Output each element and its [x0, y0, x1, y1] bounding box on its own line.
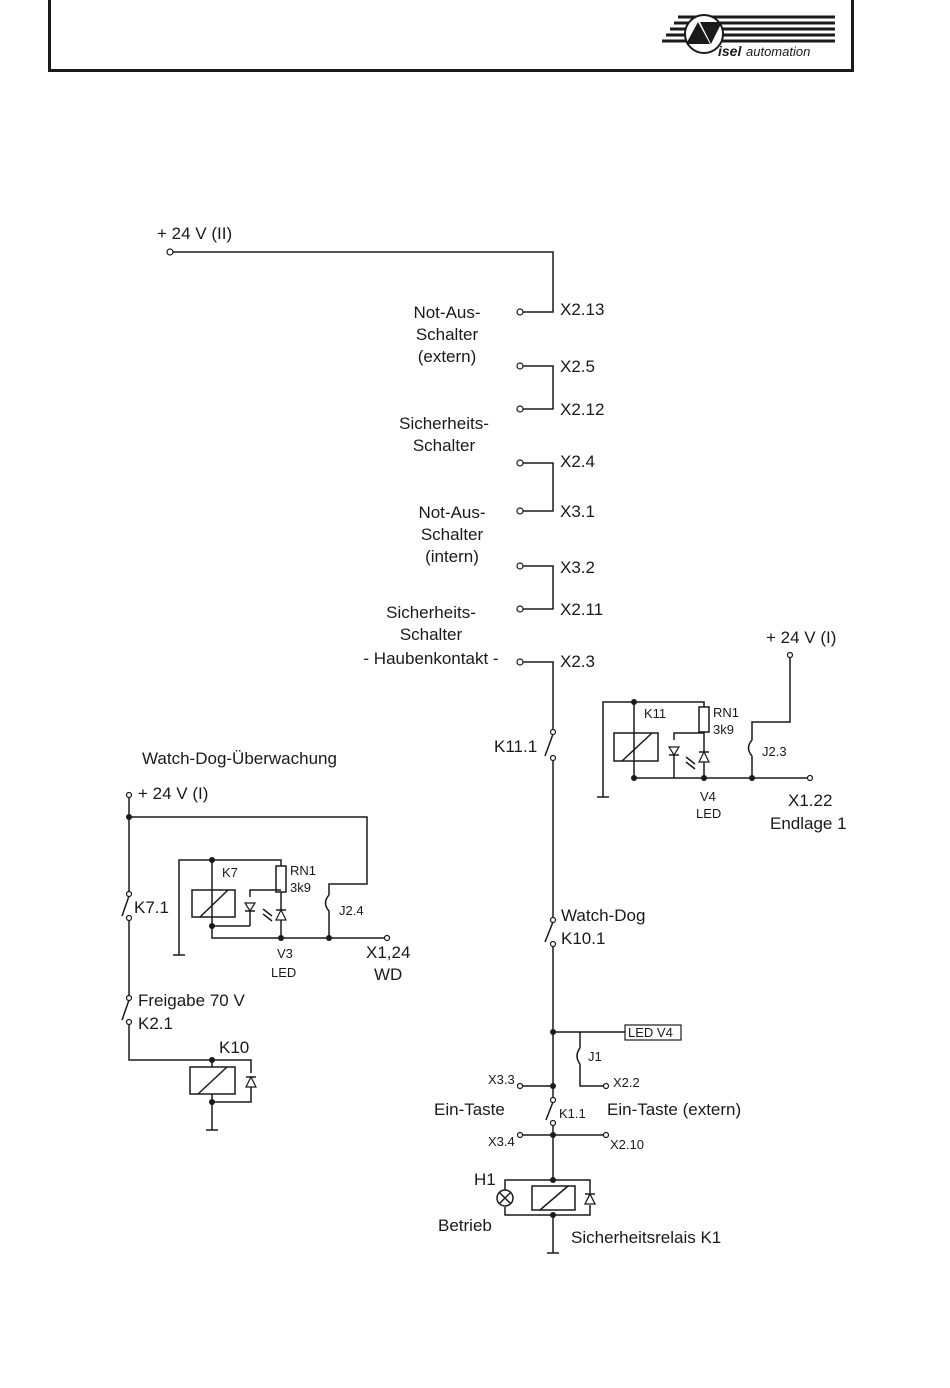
k7-1-label: K7.1: [134, 898, 169, 917]
betrieb-label: Betrieb: [438, 1216, 492, 1235]
logo-text-light: automation: [746, 44, 810, 59]
k7-label: K7: [222, 865, 238, 880]
supply-top-label: + 24 V (II): [157, 224, 232, 243]
terminal-x3-3: X3.3: [488, 1072, 515, 1087]
estop-int-label-1: Not-Aus-: [418, 503, 485, 522]
safety-hood-label-2: Schalter: [400, 625, 463, 644]
terminal-x3-2: X3.2: [560, 558, 595, 577]
terminal-x2-3: X2.3: [560, 652, 595, 671]
main-wiring: [170, 251, 559, 1254]
estop-int-label-3: (intern): [425, 547, 479, 566]
wd-label: WD: [374, 965, 402, 984]
contact-k11-1-icon: [544, 728, 557, 762]
isel-logo-icon: isel automation: [662, 14, 835, 59]
terminal-x2-13: X2.13: [560, 300, 604, 319]
k11-label: K11: [644, 706, 666, 721]
terminal-x3-4: X3.4: [488, 1134, 515, 1149]
endlage-label: Endlage 1: [770, 814, 847, 833]
j1-label: J1: [588, 1049, 602, 1064]
terminal-x3-1: X3.1: [560, 502, 595, 521]
ein-taste-branch: [516, 1082, 610, 1139]
rn1-right-label: RN1: [713, 705, 739, 720]
estop-int-label-2: Schalter: [421, 525, 484, 544]
watchdog-circuit: [121, 791, 391, 1131]
safety-hood-label-1: Sicherheits-: [386, 603, 476, 622]
safety-sw-label-1: Sicherheits-: [399, 414, 489, 433]
header-frame: [48, 0, 854, 72]
r3k9-right-label: 3k9: [713, 722, 734, 737]
endlage-circuit: [597, 651, 814, 798]
safety-hood-label-3: - Haubenkontakt -: [363, 649, 498, 668]
rn1-left-label: RN1: [290, 863, 316, 878]
supply-left-label: + 24 V (I): [138, 784, 208, 803]
k2-1-label: K2.1: [138, 1014, 173, 1033]
logo-text-bold: isel: [718, 43, 742, 59]
v3-label: V3: [277, 946, 293, 961]
terminal-x2-10: X2.10: [610, 1137, 644, 1152]
led-v4-box-label: LED V4: [628, 1025, 673, 1040]
led-left-label: LED: [271, 965, 296, 980]
terminal-x1-24: X1,24: [366, 943, 410, 962]
terminal-x2-12: X2.12: [560, 400, 604, 419]
contact-k10-1-icon: [544, 916, 557, 948]
watchdog-label: Watch-Dog: [561, 906, 645, 925]
v4-label: V4: [700, 789, 716, 804]
ein-taste-label: Ein-Taste: [434, 1100, 505, 1119]
h1-label: H1: [474, 1170, 496, 1189]
terminal-x2-11: X2.11: [560, 600, 603, 619]
k10-label: K10: [219, 1038, 249, 1057]
freigabe-label: Freigabe 70 V: [138, 991, 245, 1010]
led-right-label: LED: [696, 806, 721, 821]
terminal-x2-2: X2.2: [613, 1075, 640, 1090]
estop-ext-label-1: Not-Aus-: [413, 303, 480, 322]
watchdog-title: Watch-Dog-Überwachung: [142, 749, 337, 768]
terminal-x1-22: X1.22: [788, 791, 832, 810]
terminals-main: [166, 248, 524, 666]
safety-relay-k1-icon: [496, 1177, 597, 1218]
k1-1-label: K1.1: [559, 1106, 586, 1121]
j2-4-label: J2.4: [339, 903, 364, 918]
estop-ext-label-3: (extern): [418, 347, 477, 366]
terminal-x2-4: X2.4: [560, 452, 595, 471]
safety-sw-label-2: Schalter: [413, 436, 476, 455]
led-v4-branch: [550, 1024, 682, 1090]
terminal-x2-5: X2.5: [560, 357, 595, 376]
estop-ext-label-2: Schalter: [416, 325, 479, 344]
sicherheitsrelais-label: Sicherheitsrelais K1: [571, 1228, 721, 1247]
r3k9-left-label: 3k9: [290, 880, 311, 895]
k10-1-label: K10.1: [561, 929, 605, 948]
k11-1-label: K11.1: [494, 737, 537, 756]
supply-right-label: + 24 V (I): [766, 628, 836, 647]
j2-3-label: J2.3: [762, 744, 787, 759]
ein-taste-ext-label: Ein-Taste (extern): [607, 1100, 741, 1119]
